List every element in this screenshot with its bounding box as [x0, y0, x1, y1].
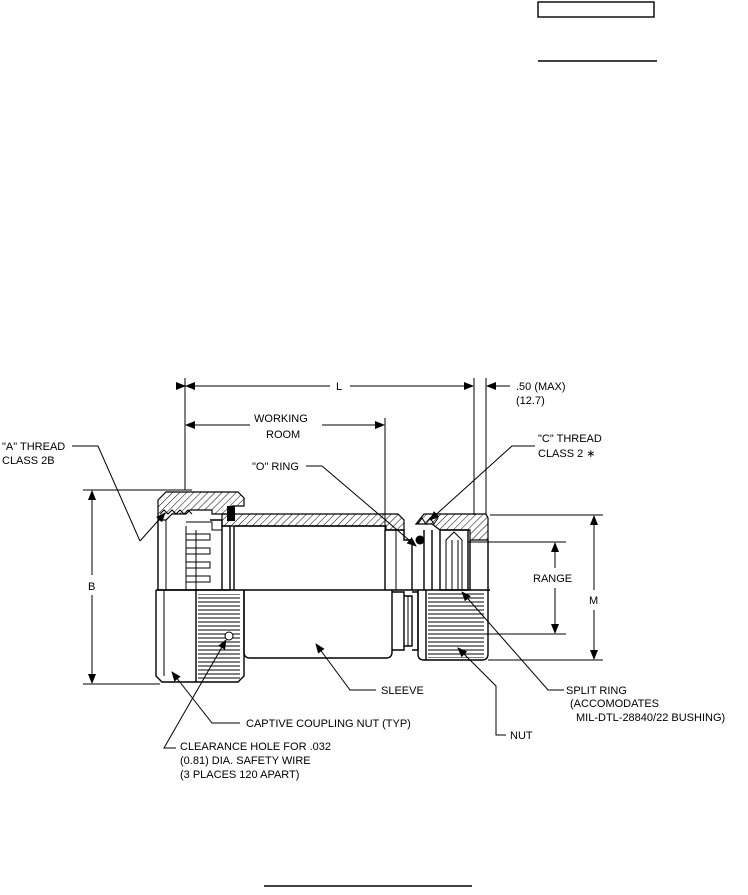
callout-captive-nut: CAPTIVE COUPLING NUT (TYP) [171, 671, 411, 730]
dimension-range: RANGE [468, 541, 572, 635]
callout-clearance-hole: CLEARANCE HOLE FOR .032 (0.81) DIA. SAFE… [163, 639, 331, 781]
callout-nut: NUT [457, 647, 533, 742]
label-split-line3: MIL-DTL-28840/22 BUSHING) [576, 712, 725, 724]
dimension-B: B [83, 489, 192, 685]
label-max-line2: (12.7) [516, 395, 545, 407]
label-clearance-line1: CLEARANCE HOLE FOR .032 [180, 741, 331, 753]
label-B: B [88, 581, 95, 593]
safety-wire-hole [224, 631, 234, 641]
label-nut: NUT [510, 730, 533, 742]
coupling-nut-knurl [198, 594, 240, 680]
label-c-thread-line1: "C" THREAD [538, 433, 602, 445]
label-split-line2: (ACCOMODATES [570, 698, 659, 710]
label-a-thread-line2: CLASS 2B [2, 455, 55, 467]
label-a-thread-line1: "A" THREAD [2, 441, 65, 453]
label-clearance-line3: (3 PLACES 120 APART) [180, 769, 299, 781]
label-split-line1: SPLIT RING [566, 685, 627, 697]
label-range: RANGE [533, 573, 572, 585]
dimension-max: .50 (MAX) (12.7) [485, 378, 566, 515]
dimension-working-room: WORKING ROOM [185, 413, 386, 560]
callout-a-thread: "A" THREAD CLASS 2B [2, 441, 166, 542]
nut-knurl [428, 592, 484, 658]
callout-sleeve: SLEEVE [315, 643, 424, 697]
label-o-ring: "O" RING [252, 461, 299, 473]
callout-split-ring: SPLIT RING (ACCOMODATES MIL-DTL-28840/22… [461, 591, 725, 724]
callout-c-thread: "C" THREAD CLASS 2 ∗ [429, 433, 602, 521]
label-M: M [589, 595, 598, 607]
callout-o-ring: "O" RING [252, 461, 417, 547]
spring-fingers [186, 533, 211, 583]
label-max-line1: .50 (MAX) [516, 381, 566, 393]
label-sleeve: SLEEVE [381, 685, 424, 697]
header-box [537, 1, 655, 18]
label-clearance-line2: (0.81) DIA. SAFETY WIRE [180, 755, 311, 767]
dimension-L: L [176, 378, 475, 515]
label-L: L [336, 381, 342, 393]
label-captive: CAPTIVE COUPLING NUT (TYP) [246, 718, 411, 730]
dimension-M: M [488, 514, 603, 661]
label-c-thread-line2: CLASS 2 ∗ [538, 448, 596, 460]
split-ring [439, 529, 469, 591]
o-ring-seal [415, 535, 425, 545]
label-working-line1: WORKING [254, 413, 308, 425]
backshell-part [155, 491, 490, 683]
label-working-line2: ROOM [266, 429, 300, 441]
